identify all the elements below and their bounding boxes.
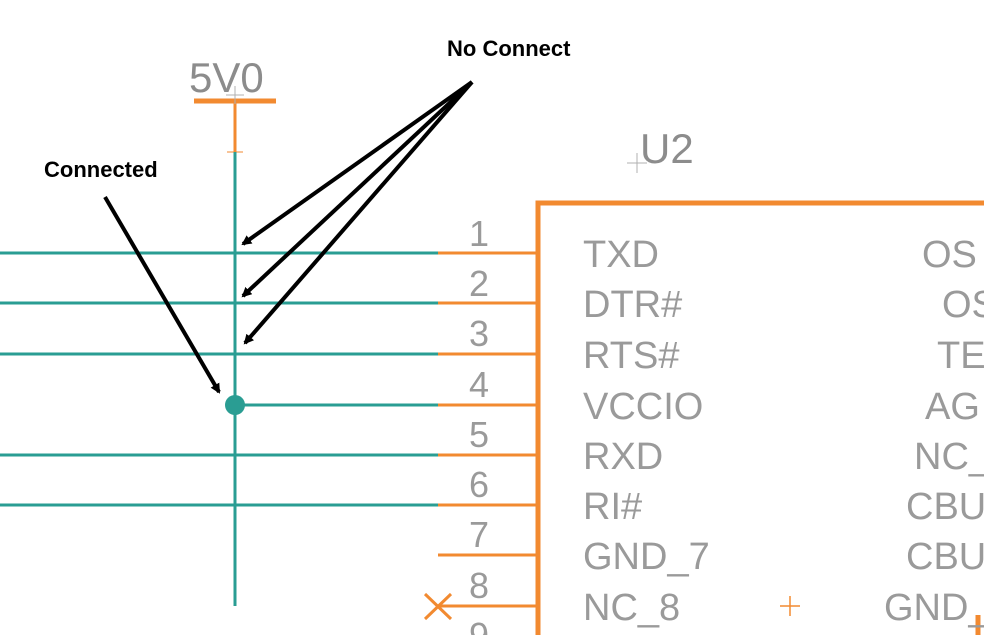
annotation-no-connect-label: No Connect bbox=[447, 36, 571, 61]
right-pin-names: OS OS TE AG NC_ CBU CBU GND_ bbox=[884, 234, 984, 629]
pin-number: 6 bbox=[469, 464, 489, 505]
annotation-no-connect: No Connect bbox=[241, 35, 573, 345]
pin-origin-cross bbox=[780, 596, 800, 616]
pin-numbers: 1 2 3 4 5 6 7 8 9 bbox=[469, 213, 489, 635]
pin-name: RTS# bbox=[583, 335, 679, 377]
no-connect-flag[interactable] bbox=[423, 592, 453, 621]
pin-name: CBU bbox=[906, 536, 984, 578]
pin-name: VCCIO bbox=[583, 386, 703, 428]
arrow bbox=[241, 80, 474, 246]
pin-number: 3 bbox=[469, 313, 489, 354]
left-pin-names: TXD DTR# RTS# VCCIO RXD RI# GND_7 NC_8 bbox=[583, 234, 710, 629]
pin-name: GND_7 bbox=[583, 536, 710, 578]
annotation-connected-label: Connected bbox=[44, 157, 158, 182]
pin-name: NC_ bbox=[914, 436, 984, 478]
power-symbol-5v0[interactable]: 5V0 bbox=[189, 54, 276, 153]
pin-number: 1 bbox=[469, 213, 489, 254]
pin-name: GND_ bbox=[884, 587, 984, 629]
pin-name: RI# bbox=[583, 486, 642, 528]
pin-leads bbox=[438, 251, 538, 608]
pin-number: 8 bbox=[469, 565, 489, 606]
pin-name: OS bbox=[922, 234, 977, 276]
pin-name: AG bbox=[925, 386, 980, 428]
arrow bbox=[241, 80, 474, 298]
pin-number: 9 bbox=[469, 615, 489, 635]
pin-name: OS bbox=[942, 284, 984, 326]
component-body bbox=[535, 200, 984, 635]
arrow bbox=[243, 80, 474, 345]
component-ref-label: U2 bbox=[640, 125, 694, 172]
annotation-connected: Connected bbox=[43, 156, 221, 394]
arrow bbox=[103, 195, 221, 394]
pin-name: DTR# bbox=[583, 284, 682, 326]
component-u2[interactable]: U2 1 2 3 4 bbox=[423, 125, 984, 635]
pin-number: 7 bbox=[469, 514, 489, 555]
pin-name: TE bbox=[937, 335, 984, 377]
pin-name: TXD bbox=[583, 234, 659, 276]
net-wires bbox=[0, 251, 438, 507]
pin-name: NC_8 bbox=[583, 587, 680, 629]
pin-number: 4 bbox=[469, 364, 489, 405]
pin-number: 2 bbox=[469, 263, 489, 304]
pin-name: CBU bbox=[906, 486, 984, 528]
junction-dot[interactable] bbox=[225, 395, 245, 415]
power-net-label: 5V0 bbox=[189, 54, 264, 101]
pin-number: 5 bbox=[469, 414, 489, 455]
pin-name: RXD bbox=[583, 436, 663, 478]
